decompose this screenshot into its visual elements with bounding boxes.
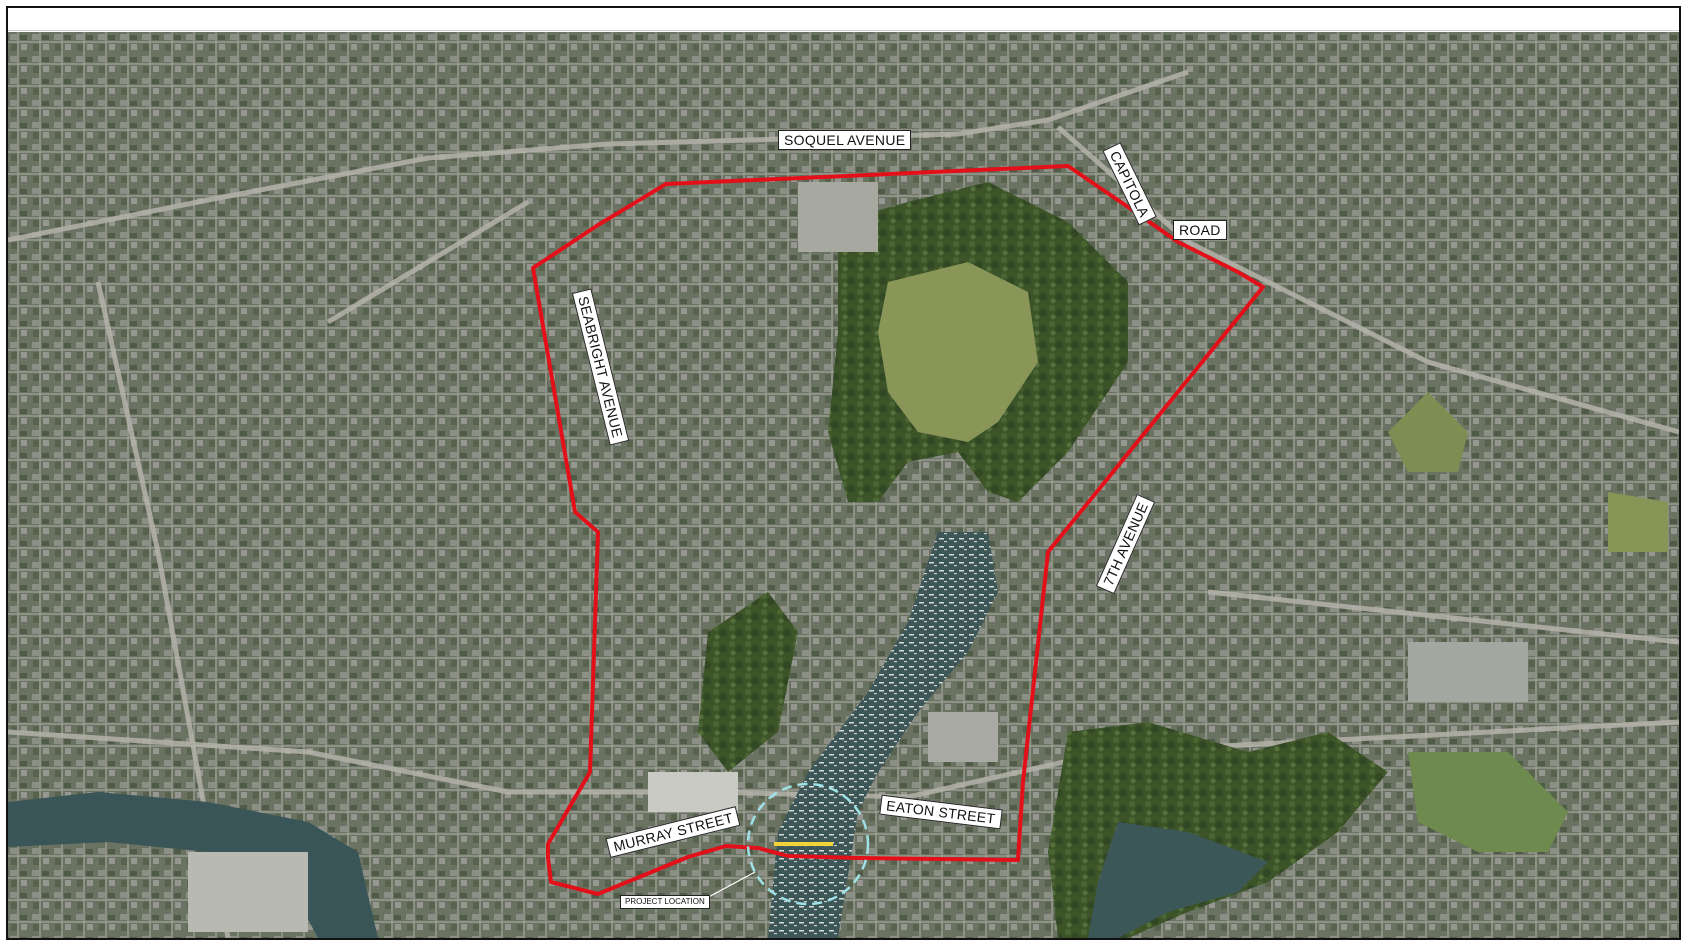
map-frame: SOQUEL AVENUE CAPITOLA ROAD SEABRIGHT AV… (6, 6, 1681, 940)
aerial-map[interactable]: SOQUEL AVENUE CAPITOLA ROAD SEABRIGHT AV… (8, 32, 1679, 938)
road-label: ROAD (1173, 220, 1227, 240)
project-location-circle (746, 782, 870, 906)
aerial-imagery (8, 32, 1679, 938)
project-location-label: PROJECT LOCATION (620, 895, 710, 909)
soquel-avenue-label: SOQUEL AVENUE (778, 130, 912, 150)
header-strip (8, 8, 1679, 31)
study-area-boundary (531, 164, 1265, 896)
project-leader-line (702, 871, 756, 901)
